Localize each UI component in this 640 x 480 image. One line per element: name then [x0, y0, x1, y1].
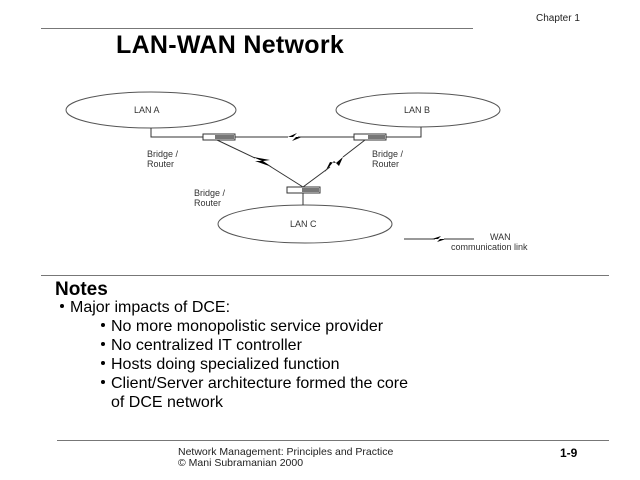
router-a-label-1: Bridge /: [147, 149, 179, 159]
chapter-label: Chapter 1: [536, 13, 580, 24]
router-b-icon: [353, 133, 387, 141]
lan-b-ellipse: [335, 92, 501, 128]
note-subitem-continuation: of DCE network: [111, 394, 224, 411]
footer-book-title: Network Management: Principles and Pract…: [178, 446, 394, 458]
router-b-label-1: Bridge /: [372, 149, 404, 159]
lan-b-connector: [385, 127, 422, 138]
notes-heading: Notes: [55, 279, 108, 300]
footer-copyright: © Mani Subramanian 2000: [178, 457, 304, 469]
note-subitem: Hosts doing specialized function: [101, 355, 340, 374]
router-a-label-2: Router: [147, 159, 174, 169]
bullet-icon: [101, 322, 105, 327]
footer-divider: [57, 440, 609, 441]
bullet-icon: [101, 379, 105, 384]
router-c-label-1: Bridge /: [194, 188, 226, 198]
lan-a-label: LAN A: [134, 105, 160, 115]
wan-link-b-c: [302, 139, 366, 188]
legend-label-2: communication link: [451, 242, 528, 252]
header-divider: [41, 28, 473, 29]
lan-b-label: LAN B: [404, 105, 430, 115]
lan-c-label: LAN C: [290, 219, 317, 229]
note-subitem: Client/Server architecture formed the co…: [101, 374, 408, 393]
wan-link-a-c: [216, 139, 304, 188]
note-subitem: No centralized IT controller: [101, 336, 302, 355]
lan-a-connector: [150, 128, 203, 138]
page-number: 1-9: [560, 446, 578, 460]
lan-wan-diagram: LAN A LAN B LAN C Bridge / Router: [65, 91, 528, 252]
wan-link-legend-icon: [404, 236, 474, 242]
legend-label-1: WAN: [490, 232, 511, 242]
lan-c-ellipse: [217, 204, 393, 244]
slide-title: LAN-WAN Network: [116, 31, 345, 59]
router-b-label-2: Router: [372, 159, 399, 169]
bullet-icon: [101, 360, 105, 365]
bullet-icon: [60, 303, 64, 308]
wan-link-a-b: [235, 133, 354, 141]
router-c-icon: [286, 186, 321, 194]
router-a-icon: [202, 133, 236, 141]
bullet-icon: [101, 341, 105, 346]
router-c-label-2: Router: [194, 198, 221, 208]
notes-divider: [41, 275, 609, 276]
note-subitem: No more monopolistic service provider: [101, 317, 383, 336]
note-item: Major impacts of DCE:: [60, 298, 230, 317]
